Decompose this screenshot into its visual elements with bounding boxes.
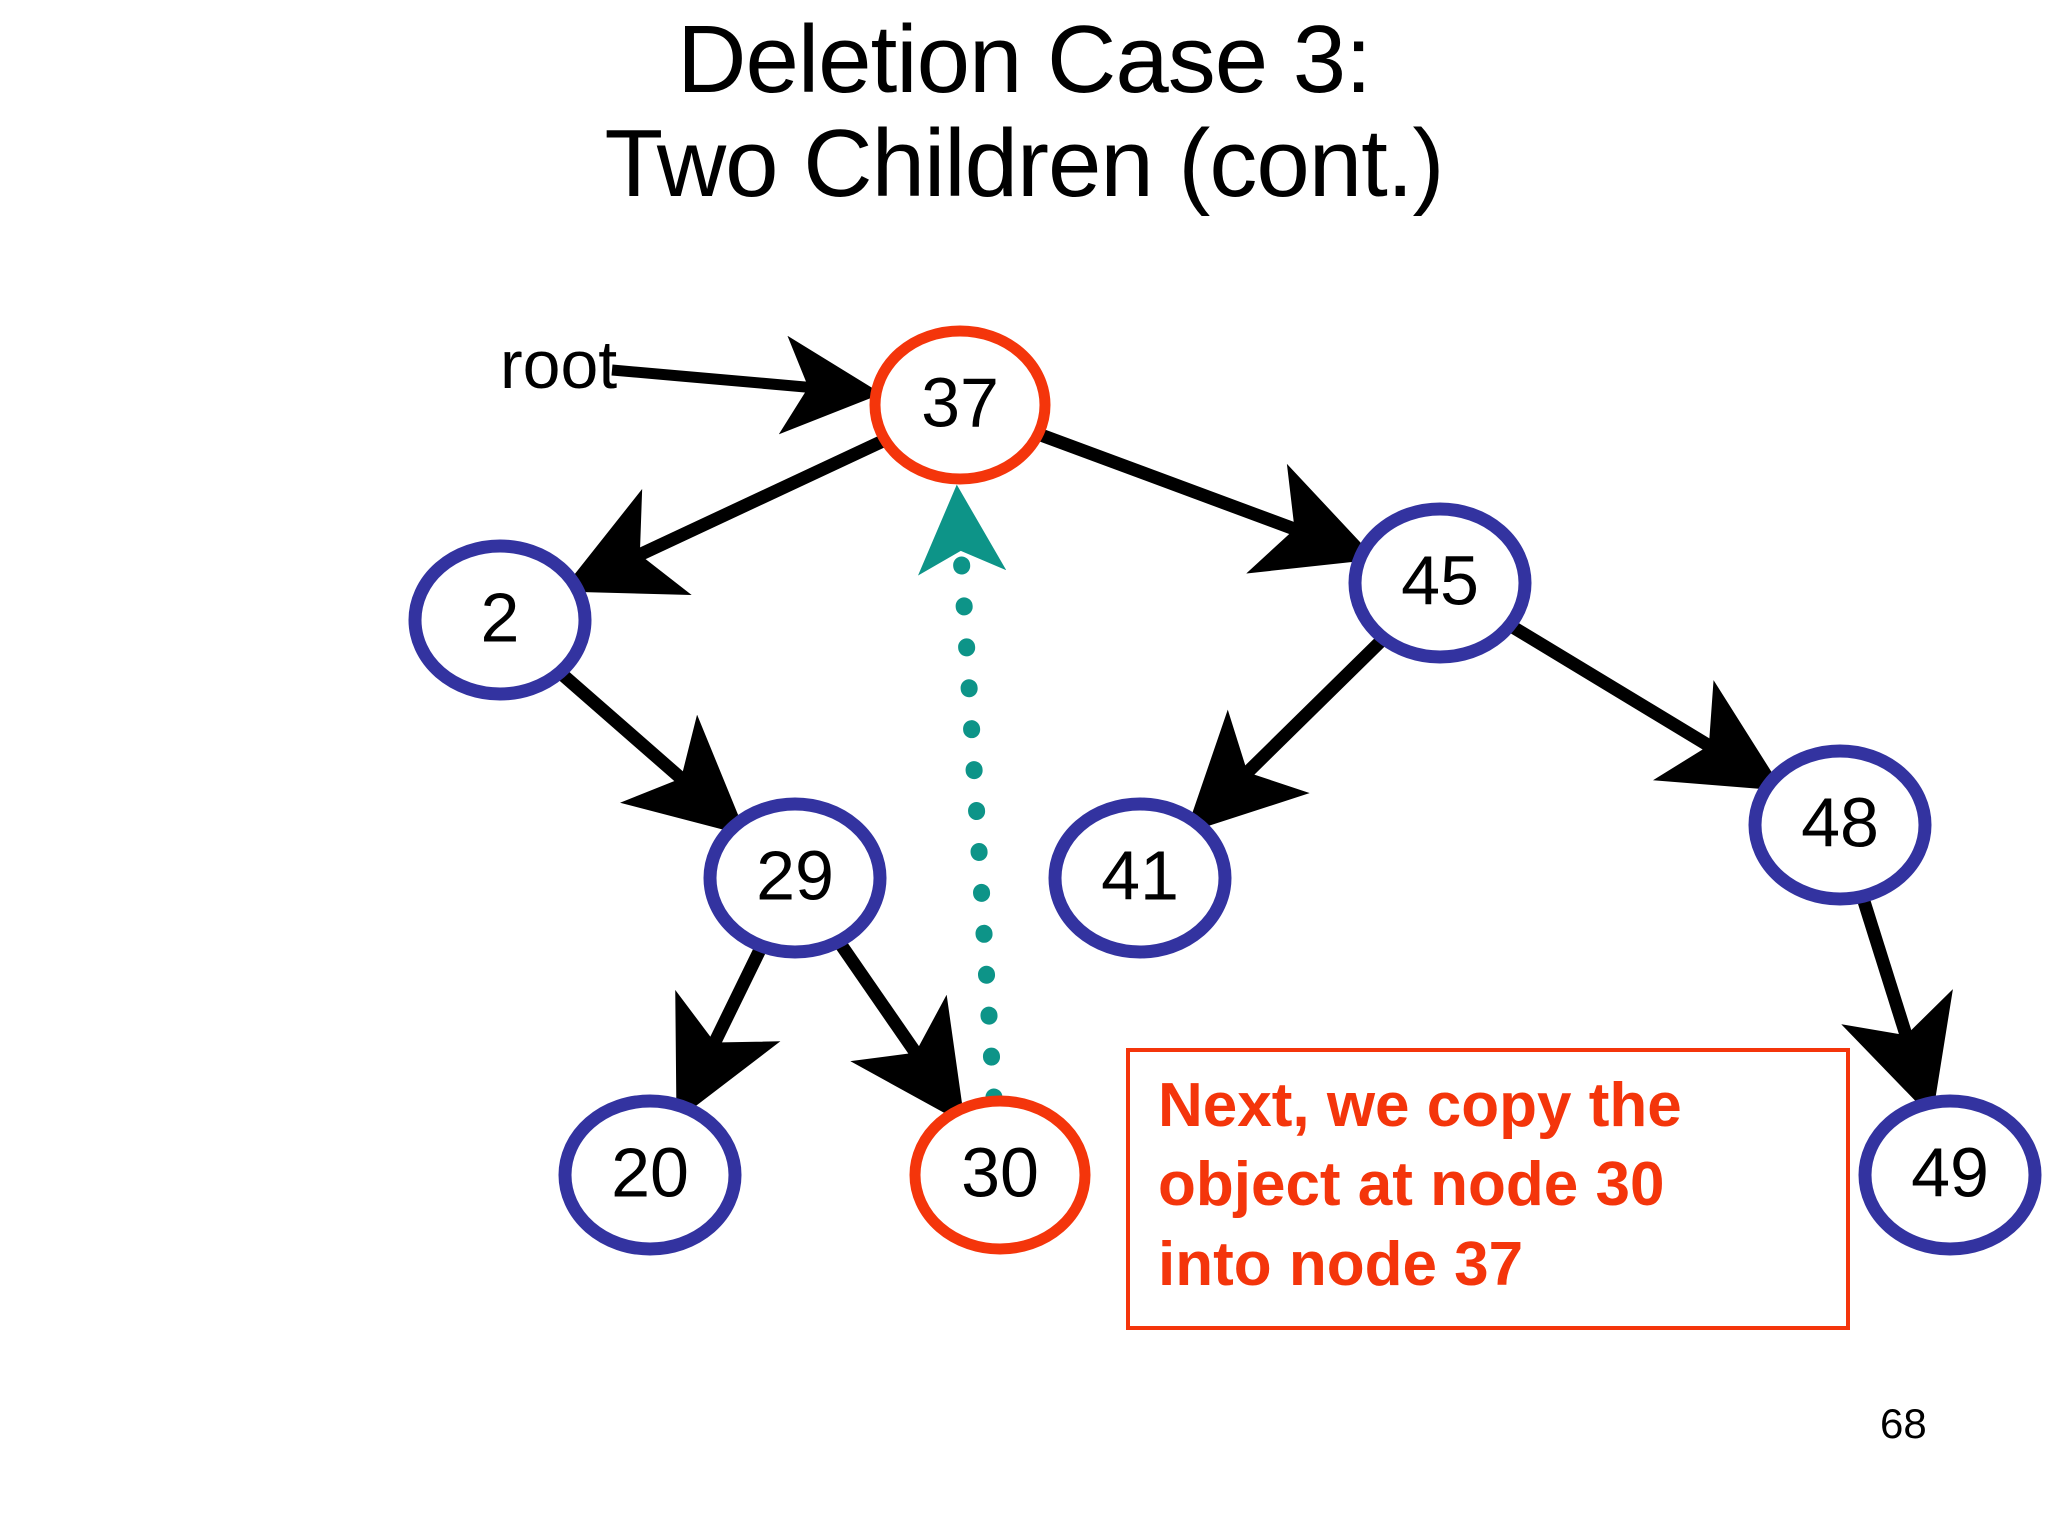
tree-node-label-48: 48 <box>1801 783 1879 861</box>
tree-node-37[interactable]: 37 <box>869 325 1051 485</box>
tree-node-label-45: 45 <box>1401 541 1479 619</box>
tree-node-41[interactable]: 41 <box>1048 797 1232 959</box>
page-title-line-2: Two Children (cont.) <box>604 109 1445 217</box>
tree-node-label-37: 37 <box>921 363 999 441</box>
tree-edge-29-to-30 <box>831 934 965 1125</box>
callout-text: Next, we copy the object at node 30 into… <box>1158 1066 1828 1304</box>
tree-node-circle-29 <box>703 797 887 959</box>
tree-node-label-49: 49 <box>1911 1133 1989 1211</box>
tree-edge-48-to-49 <box>1841 890 1953 1119</box>
tree-node-label-41: 41 <box>1101 836 1179 914</box>
tree-node-2[interactable]: 2 <box>408 539 592 701</box>
root-pointer-arrow <box>611 335 882 435</box>
tree-node-circle-20 <box>558 1094 742 1256</box>
tree-edge-37-to-2 <box>560 432 892 595</box>
tree-node-label-30: 30 <box>961 1133 1039 1211</box>
root-pointer-label: root <box>500 327 617 403</box>
tree-edge-37-to-45 <box>1032 426 1377 574</box>
tree-node-circle-41 <box>1048 797 1232 959</box>
callout-line-2: object at node 30 <box>1158 1150 1665 1220</box>
tree-node-circle-30 <box>909 1095 1091 1255</box>
tree-edges <box>552 426 1953 1125</box>
tree-node-circle-49 <box>1858 1094 2042 1256</box>
page-title-line-1: Deletion Case 3: <box>677 6 1372 113</box>
tree-edge-45-to-41 <box>1185 630 1392 834</box>
tree-node-circle-45 <box>1348 502 1532 664</box>
tree-node-20[interactable]: 20 <box>558 1094 742 1256</box>
tree-node-circle-2 <box>408 539 592 701</box>
tree-node-circle-48 <box>1748 744 1932 906</box>
page-number: 68 <box>1880 1400 1927 1447</box>
tree-node-45[interactable]: 45 <box>1348 502 1532 664</box>
tree-node-49[interactable]: 49 <box>1858 1094 2042 1256</box>
copy-object-arrow <box>918 484 1007 1118</box>
tree-node-label-29: 29 <box>756 836 834 914</box>
page-title: Deletion Case 3: Two Children (cont.) <box>0 8 2048 215</box>
callout-line-1: Next, we copy the <box>1158 1071 1682 1140</box>
tree-node-48[interactable]: 48 <box>1748 744 1932 906</box>
tree-node-label-20: 20 <box>611 1133 689 1211</box>
tree-edge-2-to-29 <box>552 664 747 836</box>
tree-node-30[interactable]: 30 <box>909 1095 1091 1255</box>
tree-nodes: 37 2 45 29 41 48 20 30 49 <box>408 325 2042 1256</box>
callout-line-3: into node 37 <box>1158 1229 1524 1299</box>
tree-edge-29-to-20 <box>675 939 781 1121</box>
tree-edge-45-to-48 <box>1503 617 1784 791</box>
tree-node-circle-37 <box>869 325 1051 485</box>
callout-box: Next, we copy the object at node 30 into… <box>1126 1048 1850 1330</box>
tree-node-29[interactable]: 29 <box>703 797 887 959</box>
tree-node-label-2: 2 <box>481 578 520 656</box>
